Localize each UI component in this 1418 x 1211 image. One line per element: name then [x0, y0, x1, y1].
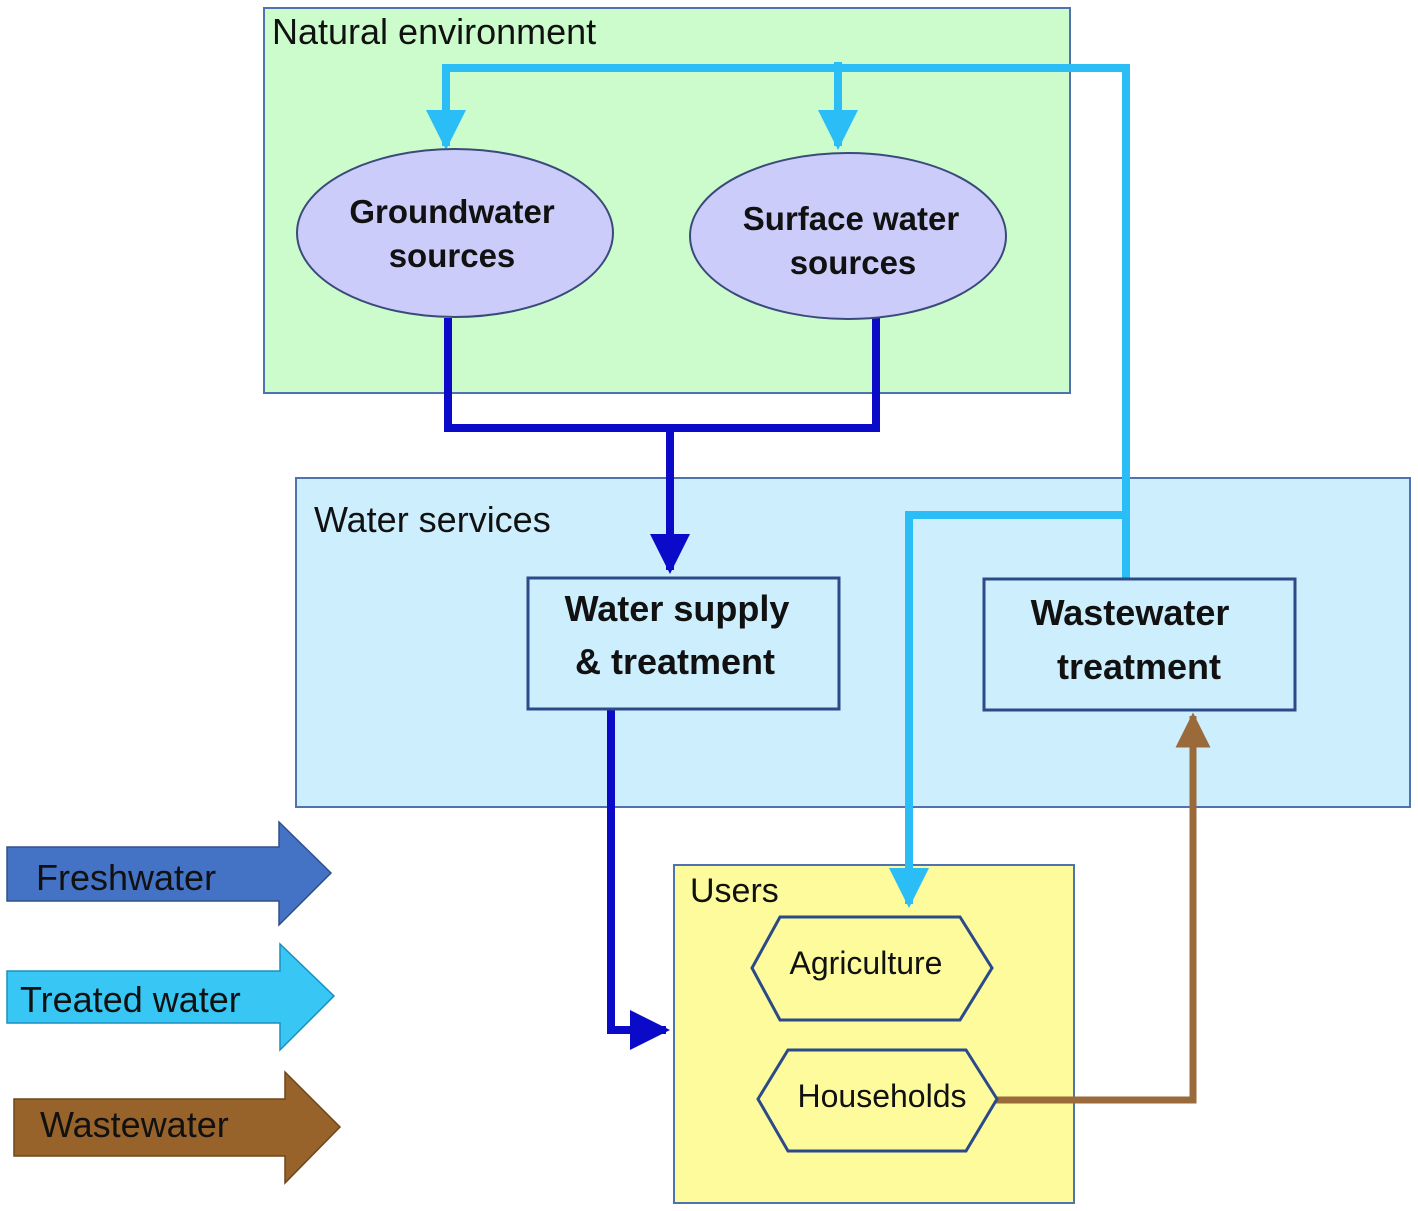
legend-treated-water-label: Treated water — [20, 979, 241, 1020]
legend-freshwater-label: Freshwater — [36, 857, 216, 898]
households-node: Households — [756, 1048, 999, 1153]
freshwater-flows — [444, 318, 880, 1050]
agriculture-label: Agriculture — [790, 945, 943, 981]
treated-flow-to-agriculture — [889, 511, 1126, 908]
wastewater-treatment-node: Wastewater treatment — [982, 577, 1297, 712]
freshwater-from-groundwater — [444, 318, 880, 432]
treated-water-flows — [426, 62, 1130, 908]
legend-wastewater: Wastewater — [13, 1070, 342, 1185]
water-supply-treatment-node: Water supply & treatment — [526, 576, 841, 711]
legend-treated-water: Treated water — [6, 942, 336, 1052]
treated-flow-to-sources — [426, 64, 1130, 578]
wastewater-treatment-label-line2: treatment — [1057, 646, 1221, 687]
users-label: Users — [690, 872, 779, 910]
water-supply-label-line1: Water supply — [565, 588, 790, 629]
water-supply-label-line2: & treatment — [575, 641, 775, 682]
surface-water-label-line1: Surface water — [743, 200, 960, 237]
water-services-label: Water services — [314, 499, 551, 540]
surface-water-label-line2: sources — [790, 244, 917, 281]
groundwater-label-line1: Groundwater — [349, 193, 555, 230]
wastewater-from-households — [996, 712, 1211, 1104]
groundwater-sources-node: Groundwater sources — [296, 148, 614, 318]
households-label: Households — [798, 1078, 967, 1114]
legend: Freshwater Treated water Wastewater — [6, 820, 342, 1185]
surface-water-sources-node: Surface water sources — [689, 152, 1007, 320]
legend-freshwater: Freshwater — [6, 820, 333, 927]
legend-wastewater-label: Wastewater — [40, 1104, 229, 1145]
agriculture-node: Agriculture — [750, 915, 994, 1022]
groundwater-label-line2: sources — [389, 237, 516, 274]
wastewater-treatment-label-line1: Wastewater — [1031, 592, 1230, 633]
freshwater-to-users — [607, 710, 670, 1050]
natural-environment-label: Natural environment — [272, 11, 596, 52]
wastewater-flows — [996, 712, 1211, 1104]
